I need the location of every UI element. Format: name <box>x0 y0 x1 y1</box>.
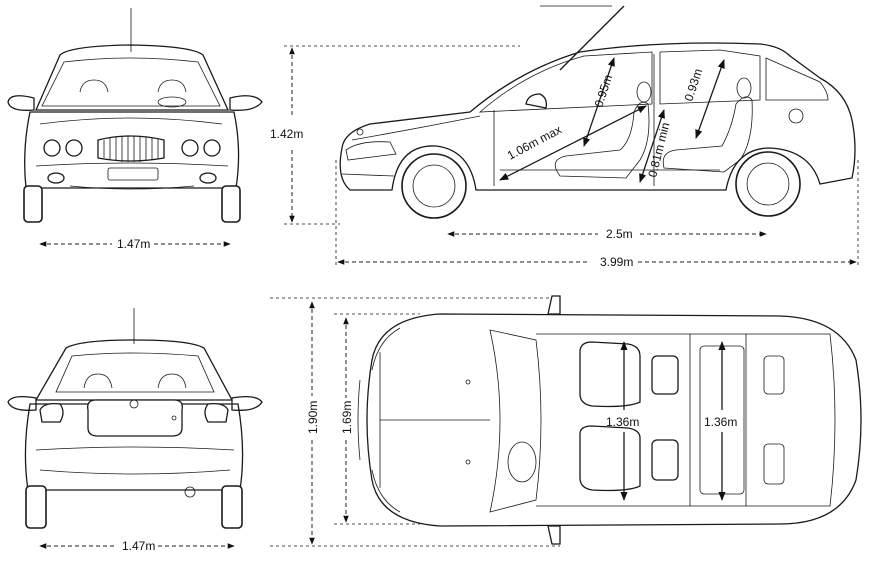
rear-view: 1.47m <box>7 308 263 553</box>
wheelbase-label: 2.5m <box>606 227 633 241</box>
front-legroom-label: 1.06m max <box>505 122 564 162</box>
top-view: 1.90m 1.69m 1.36m <box>270 295 862 547</box>
rear-headroom-label: 0.93m <box>682 67 706 103</box>
front-view: 1.47m <box>7 8 263 251</box>
length-label: 3.99m <box>600 255 633 269</box>
body-width-label: 1.69m <box>340 401 354 434</box>
height-label: 1.42m <box>270 127 303 141</box>
side-view: 1.42m 0.95m 0.93m 1.06m max <box>270 5 859 269</box>
rear-shoulder-label: 1.36m <box>704 415 737 429</box>
front-width-label: 1.47m <box>117 237 150 251</box>
front-shoulder-label: 1.36m <box>606 415 639 429</box>
rear-width-label: 1.47m <box>122 539 155 553</box>
front-headroom-label: 0.95m <box>592 73 616 109</box>
overall-width-label: 1.90m <box>306 401 320 434</box>
